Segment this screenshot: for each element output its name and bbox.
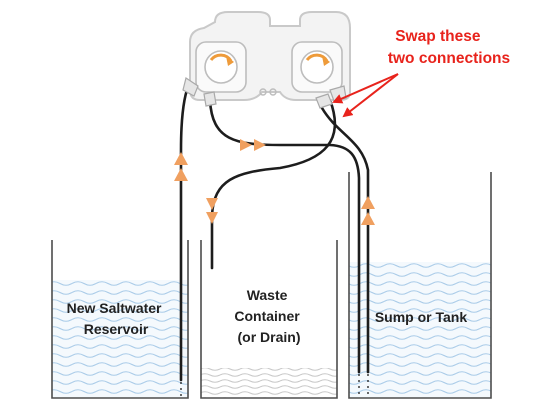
pump-head-right — [291, 41, 343, 93]
flow-up-arrow-icon — [361, 212, 375, 225]
callout-line-2: two connections — [388, 50, 510, 67]
reservoir-label-line-1: New Saltwater — [67, 300, 162, 316]
reservoir-tank — [51, 240, 189, 399]
waste-label-line-3: (or Drain) — [238, 329, 301, 345]
sump-label: Sump or Tank — [375, 309, 468, 325]
tube-pump-right — [320, 106, 370, 374]
flow-arrows — [174, 139, 375, 225]
pump-head-left — [195, 41, 247, 93]
flow-down-arrow-icon — [206, 212, 218, 224]
flow-down-arrow-icon — [206, 198, 218, 210]
waste-label: Waste Container (or Drain) — [234, 287, 303, 345]
pump-logo-dot — [269, 88, 277, 96]
waste-label-line-1: Waste — [247, 287, 288, 303]
flow-right-arrow-icon — [254, 139, 266, 151]
sump-tank — [348, 172, 492, 399]
callout-text: Swap these two connections — [388, 28, 510, 67]
waste-container — [200, 240, 338, 399]
pump-logo-dot — [259, 88, 267, 96]
tube-pump-to-sump — [208, 98, 361, 374]
reservoir-label-line-2: Reservoir — [84, 321, 149, 337]
reservoir-label: New Saltwater Reservoir — [67, 300, 166, 337]
callout-line-1: Swap these — [395, 28, 481, 45]
callout-arrows — [332, 73, 399, 118]
dosing-pump — [182, 11, 351, 109]
submerged-tubing — [180, 374, 369, 398]
flow-up-arrow-icon — [361, 196, 375, 209]
flow-up-arrow-icon — [174, 152, 188, 165]
tube-pump-to-waste — [210, 98, 337, 270]
waste-label-line-2: Container — [234, 308, 300, 324]
flow-right-arrow-icon — [240, 139, 252, 151]
flow-up-arrow-icon — [174, 168, 188, 181]
